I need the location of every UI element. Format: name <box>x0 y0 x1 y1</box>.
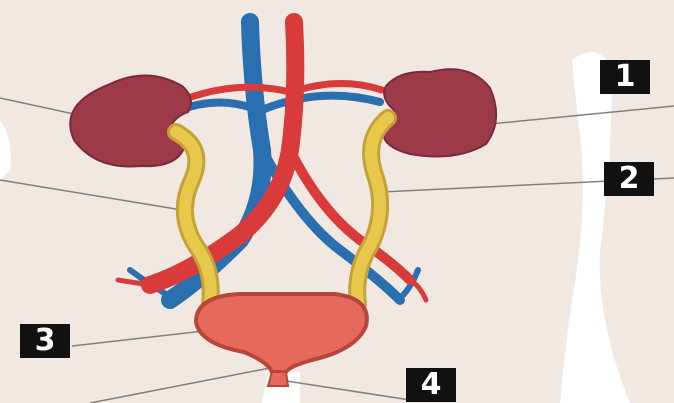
label-marker-4: 4 <box>406 368 456 402</box>
right-kidney <box>384 69 497 156</box>
label-marker-3: 3 <box>20 324 70 358</box>
label-marker-1: 1 <box>600 60 650 94</box>
label-marker-2: 2 <box>604 162 654 196</box>
urethra <box>268 372 288 386</box>
